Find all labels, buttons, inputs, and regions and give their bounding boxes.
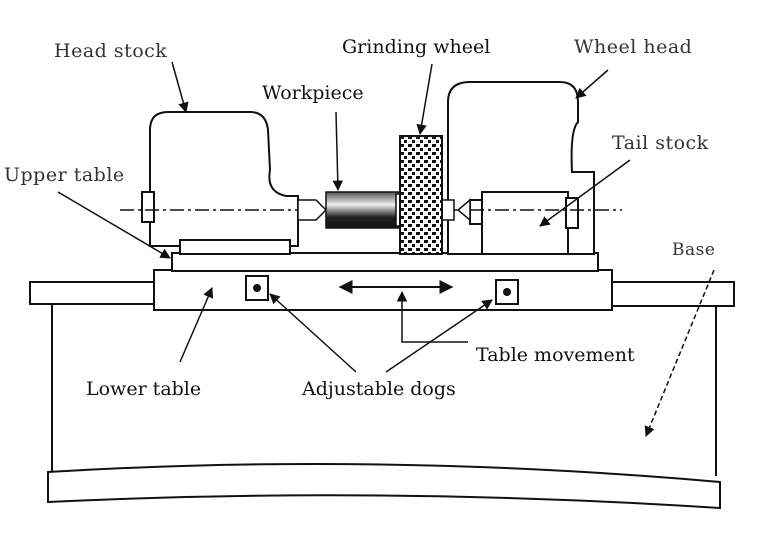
label-tail-stock: Tail stock [612,132,709,154]
label-wheel-head: Wheel head [574,36,693,58]
label-head-stock: Head stock [54,40,168,62]
label-base: Base [672,240,716,260]
adjustable-dog-right [495,279,519,305]
leader-grinding-wheel [416,63,433,136]
grinding-wheel-shape [399,135,443,255]
label-upper-table: Upper table [4,164,125,186]
head-stock-shape [141,111,299,255]
centers [297,198,471,222]
workpiece-shape [325,191,401,229]
base-body [47,298,721,510]
leader-upper-table [57,191,171,259]
label-grinding-wheel: Grinding wheel [342,36,491,58]
upper-table-shape [171,252,599,272]
leader-head-stock [171,61,189,114]
leader-table-movement [396,290,468,343]
leader-wheel-head [575,69,609,99]
label-lower-table: Lower table [86,378,202,400]
leader-lower-table [179,287,214,363]
label-table-movement: Table movement [476,344,635,366]
tail-stock-shape [469,191,579,255]
label-adjustable-dogs: Adjustable dogs [302,378,456,400]
leader-workpiece [332,111,344,192]
leader-tail-stock [539,159,631,227]
label-workpiece: Workpiece [262,82,364,104]
adjustable-dog-left [245,275,269,301]
leader-dog-right [385,299,493,373]
leader-base [644,269,715,437]
leader-dog-left [269,293,357,373]
lower-table-shape [29,269,735,311]
